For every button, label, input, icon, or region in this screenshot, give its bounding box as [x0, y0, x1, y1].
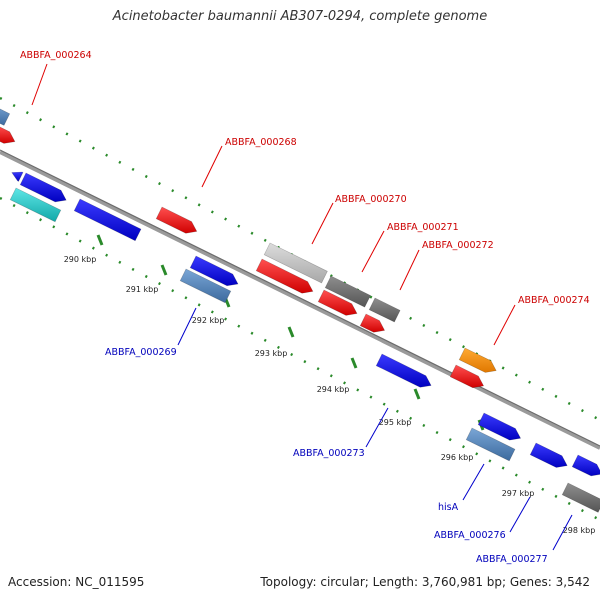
leader-abbfa-000264 [31, 63, 48, 106]
leader-abbfa-000269 [177, 307, 197, 346]
tick-label: 295 kbp [379, 418, 412, 427]
tick-label: 294 kbp [317, 385, 350, 394]
gene-arrow-abbfa-000269 [179, 268, 232, 304]
leader-abbfa-000271 [361, 230, 385, 273]
gene-features [0, 108, 600, 513]
gene-arrow-small-blue [11, 171, 24, 182]
leader-abbfa-000273 [365, 407, 389, 448]
gene-arrow-abbfa-000276 [529, 442, 568, 468]
gene-arrow-blue [477, 412, 522, 441]
label-leaders [31, 63, 573, 551]
tick-label: 292 kbp [192, 316, 225, 325]
genome-backbone [0, 149, 600, 450]
label-abbfa-000271: ABBFA_000271 [387, 222, 459, 233]
gene-arrow-red [359, 313, 386, 333]
gene-arrow-partial-red [0, 126, 16, 144]
gene-arrow-abbfa-000270 [263, 242, 328, 284]
label-abbfa-000277: ABBFA_000277 [476, 554, 548, 565]
gene-arrow-blue [19, 172, 67, 203]
genome-summary-text: Topology: circular; Length: 3,760,981 bp… [260, 575, 590, 589]
leader-abbfa-000277 [552, 514, 573, 551]
label-abbfa-000268: ABBFA_000268 [225, 137, 297, 148]
label-abbfa-000270: ABBFA_000270 [335, 194, 407, 205]
tick-label: 293 kbp [255, 349, 288, 358]
gene-arrow-blue [571, 454, 600, 477]
tick-label: 297 kbp [502, 489, 535, 498]
tick-label: 296 kbp [441, 453, 474, 462]
label-abbfa-000272: ABBFA_000272 [422, 240, 494, 251]
gene-arrow-blue [73, 198, 142, 242]
leader-abbfa-000270 [311, 202, 334, 245]
tick-mark [160, 264, 168, 276]
gene-arrow-abbfa-000274 [458, 347, 497, 373]
accession-text: Accession: NC_011595 [8, 575, 145, 589]
tick-mark [96, 234, 104, 246]
tick-label: 298 kbp [563, 526, 596, 535]
leader-abbfa-000274 [493, 304, 516, 346]
gene-arrow-abbfa-000272 [368, 297, 401, 323]
label-abbfa-000274: ABBFA_000274 [518, 295, 590, 306]
label-abbfa-000269: ABBFA_000269 [105, 347, 177, 358]
gene-arrow-red [449, 364, 485, 389]
tick-mark [350, 357, 358, 369]
gene-arrow-abbfa-000271 [324, 275, 371, 308]
leader-hisa [462, 463, 485, 501]
tick-label: 290 kbp [64, 255, 97, 264]
map-title: Acinetobacter baumannii AB307-0294, comp… [112, 9, 488, 24]
gene-arrow-red [317, 289, 358, 316]
gene-arrow-cyan [9, 187, 62, 223]
gene-arrow-abbfa-000268 [155, 206, 198, 234]
gene-arrow-abbfa-000273 [375, 353, 432, 388]
label-abbfa-000276: ABBFA_000276 [434, 530, 506, 541]
gene-arrow-hisa [465, 427, 516, 462]
gene-arrow-red [255, 258, 314, 294]
gene-arrow-partial [0, 108, 11, 126]
leader-abbfa-000276 [509, 496, 531, 533]
gene-labels: ABBFA_000264 ABBFA_000268 ABBFA_000270 A… [20, 50, 590, 565]
leader-abbfa-000272 [399, 249, 420, 291]
tick-mark [413, 388, 421, 400]
label-abbfa-000264: ABBFA_000264 [20, 50, 92, 61]
label-abbfa-000273: ABBFA_000273 [293, 448, 365, 459]
label-hisa: hisA [438, 502, 459, 513]
tick-mark [287, 326, 295, 338]
gene-arrow-abbfa-000277 [561, 482, 600, 513]
tick-label: 291 kbp [126, 285, 159, 294]
gene-arrow-blue [189, 255, 239, 287]
leader-abbfa-000268 [201, 145, 223, 188]
